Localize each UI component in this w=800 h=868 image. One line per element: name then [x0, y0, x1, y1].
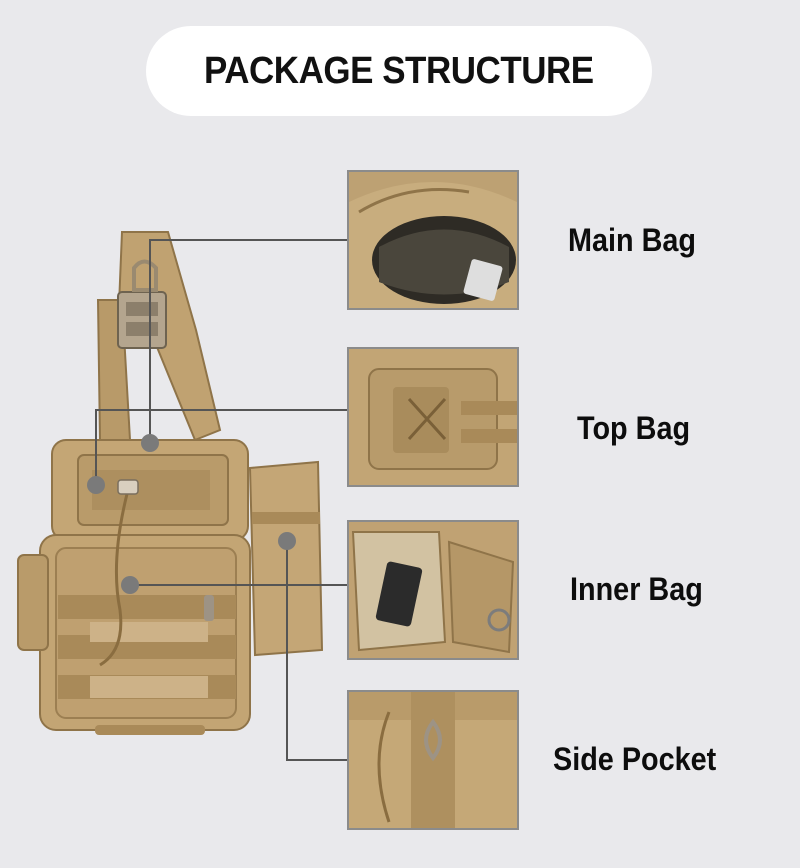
marker-dot-main-bag [141, 434, 159, 452]
marker-dot-inner-bag [121, 576, 139, 594]
label-inner-bag: Inner Bag [570, 571, 703, 607]
side-pocket-photo [349, 692, 517, 828]
inner-bag-photo [349, 522, 517, 658]
inner-bag-thumbnail [347, 520, 519, 660]
main-bag-thumbnail [347, 170, 519, 310]
label-top-bag: Top Bag [577, 410, 691, 446]
title-banner: PACKAGE STRUCTURE [146, 26, 652, 116]
label-side-pocket: Side Pocket [553, 741, 717, 777]
leader-line-main-bag [149, 239, 347, 443]
leader-line-top-bag [95, 409, 347, 485]
top-bag-thumbnail [347, 347, 519, 487]
marker-dot-top-bag [87, 476, 105, 494]
side-pocket-thumbnail [347, 690, 519, 830]
leader-line-side-pocket [286, 541, 347, 761]
marker-dot-side-pocket [278, 532, 296, 550]
main-bag-interior-photo [349, 172, 517, 308]
top-bag-photo [349, 349, 517, 485]
page-title: PACKAGE STRUCTURE [204, 49, 594, 92]
label-main-bag: Main Bag [568, 222, 697, 258]
